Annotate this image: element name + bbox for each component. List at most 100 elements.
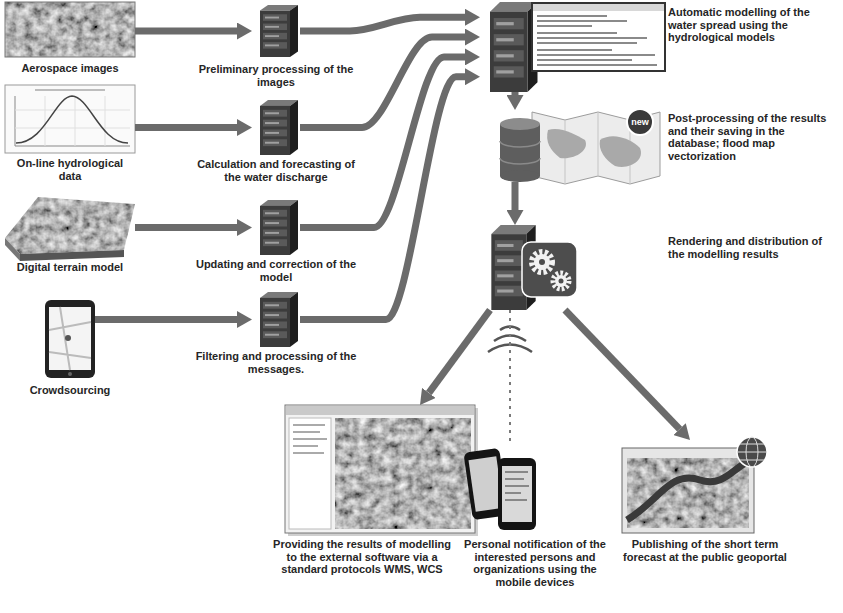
hydrograph-chart xyxy=(15,96,16,146)
desktop-screenshot xyxy=(288,408,478,536)
terrain-model xyxy=(5,197,135,261)
database-cylinder xyxy=(500,118,540,130)
modelling-server xyxy=(490,2,538,92)
server-icon xyxy=(260,100,298,155)
flood-map xyxy=(532,112,660,184)
desktop-screenshot xyxy=(285,405,475,533)
geoportal-screen xyxy=(627,462,749,520)
hydrograph-chart xyxy=(75,96,76,146)
caption: Preliminary processing of the images xyxy=(191,63,361,88)
hydrograph-chart xyxy=(16,96,128,143)
caption: Digital terrain model xyxy=(5,261,135,274)
caption: Calculation and forecasting of the water… xyxy=(191,158,361,183)
process-server: Updating and correction of the model xyxy=(252,200,300,255)
hydrograph-chart xyxy=(15,128,130,129)
render-server xyxy=(539,259,545,265)
tablet-device xyxy=(49,307,91,370)
flow-arrow xyxy=(135,124,237,131)
tablet-device xyxy=(49,307,91,370)
desktop-screenshot xyxy=(335,418,471,529)
hydrograph-chart xyxy=(5,85,135,153)
render-server xyxy=(559,279,564,284)
modelling-server xyxy=(537,59,632,61)
tablet-device xyxy=(45,300,95,378)
render-server xyxy=(555,275,567,287)
caption: Publishing of the short term forecast at… xyxy=(620,538,790,563)
render-server: Rendering and distribution of the modell… xyxy=(482,225,577,310)
mobile-phones xyxy=(463,448,536,530)
server-icon xyxy=(260,200,298,255)
database-cylinder xyxy=(500,118,540,182)
caption: Filtering and processing of the messages… xyxy=(191,350,361,375)
satellite-image xyxy=(5,2,135,57)
mobile-phones: Personal notification of the interested … xyxy=(466,445,538,533)
modelling-server xyxy=(537,32,617,34)
modelling-server xyxy=(533,4,664,11)
flood-map xyxy=(532,109,660,184)
modelling-server xyxy=(532,3,665,71)
hydrograph-chart xyxy=(15,110,130,111)
terrain-model: Digital terrain model xyxy=(5,195,135,255)
geoportal-screen xyxy=(622,448,754,533)
tablet-device xyxy=(65,335,71,341)
tablet-device xyxy=(45,300,95,378)
flow-arrow xyxy=(300,17,465,31)
hydrograph-chart xyxy=(45,96,46,146)
render-server xyxy=(534,254,550,270)
modelling-server xyxy=(537,20,627,22)
mobile-phones xyxy=(505,472,529,500)
flood-map xyxy=(627,109,653,135)
flow-arrow xyxy=(135,28,237,35)
server-icon xyxy=(260,292,298,347)
modelling-server xyxy=(537,49,612,51)
flow-arrow xyxy=(300,77,465,320)
desktop-screenshot xyxy=(293,425,327,453)
modelling-server xyxy=(537,64,657,66)
process-server: Filtering and processing of the messages… xyxy=(252,292,300,347)
flow-arrow xyxy=(429,310,490,393)
flow-arrow xyxy=(95,316,237,323)
desktop-screenshot: Providing the results of modelling to th… xyxy=(285,405,475,533)
tablet-device: Crowdsourcing xyxy=(45,300,95,378)
hydrograph-chart xyxy=(15,146,130,147)
caption: Personal notification of the interested … xyxy=(458,538,612,589)
caption: On-line hydrological data xyxy=(5,157,135,182)
database-cylinder xyxy=(500,141,540,164)
geoportal-screen xyxy=(622,437,767,533)
caption: Post-processing of the results and their… xyxy=(668,112,838,163)
satellite-image: Aerospace images xyxy=(5,2,135,57)
badge-label: new xyxy=(627,115,653,129)
terrain-model xyxy=(5,238,20,261)
hydrograph-chart xyxy=(105,96,106,146)
render-server xyxy=(532,252,552,272)
modelling-server: Automatic modelling of the water spread … xyxy=(480,2,665,92)
satellite-image xyxy=(5,2,135,57)
terrain-model xyxy=(5,197,135,254)
flow-arrow xyxy=(300,57,465,228)
modelling-server xyxy=(537,25,592,27)
flow-arrow xyxy=(565,310,680,429)
desktop-screenshot xyxy=(289,418,331,529)
mobile-phones xyxy=(498,458,536,530)
hydrograph-chart xyxy=(35,89,105,91)
modelling-server xyxy=(537,42,637,44)
badge: new xyxy=(627,115,653,129)
flood-map xyxy=(547,129,586,158)
server-icon xyxy=(260,5,298,57)
database-cylinder xyxy=(500,124,540,176)
caption: Rendering and distribution of the modell… xyxy=(668,235,838,260)
render-server xyxy=(491,225,577,310)
geoportal-screen xyxy=(737,444,767,460)
hydrograph-chart xyxy=(5,85,135,153)
mobile-phones xyxy=(502,466,532,522)
flow-arrow xyxy=(512,92,519,95)
terrain-model xyxy=(20,250,124,261)
modelling-server xyxy=(537,54,655,56)
modelling-server xyxy=(490,2,665,92)
modelling-server xyxy=(537,37,647,39)
database-cylinder xyxy=(500,170,540,182)
render-server xyxy=(522,242,577,297)
process-server: Preliminary processing of the images xyxy=(252,5,300,57)
